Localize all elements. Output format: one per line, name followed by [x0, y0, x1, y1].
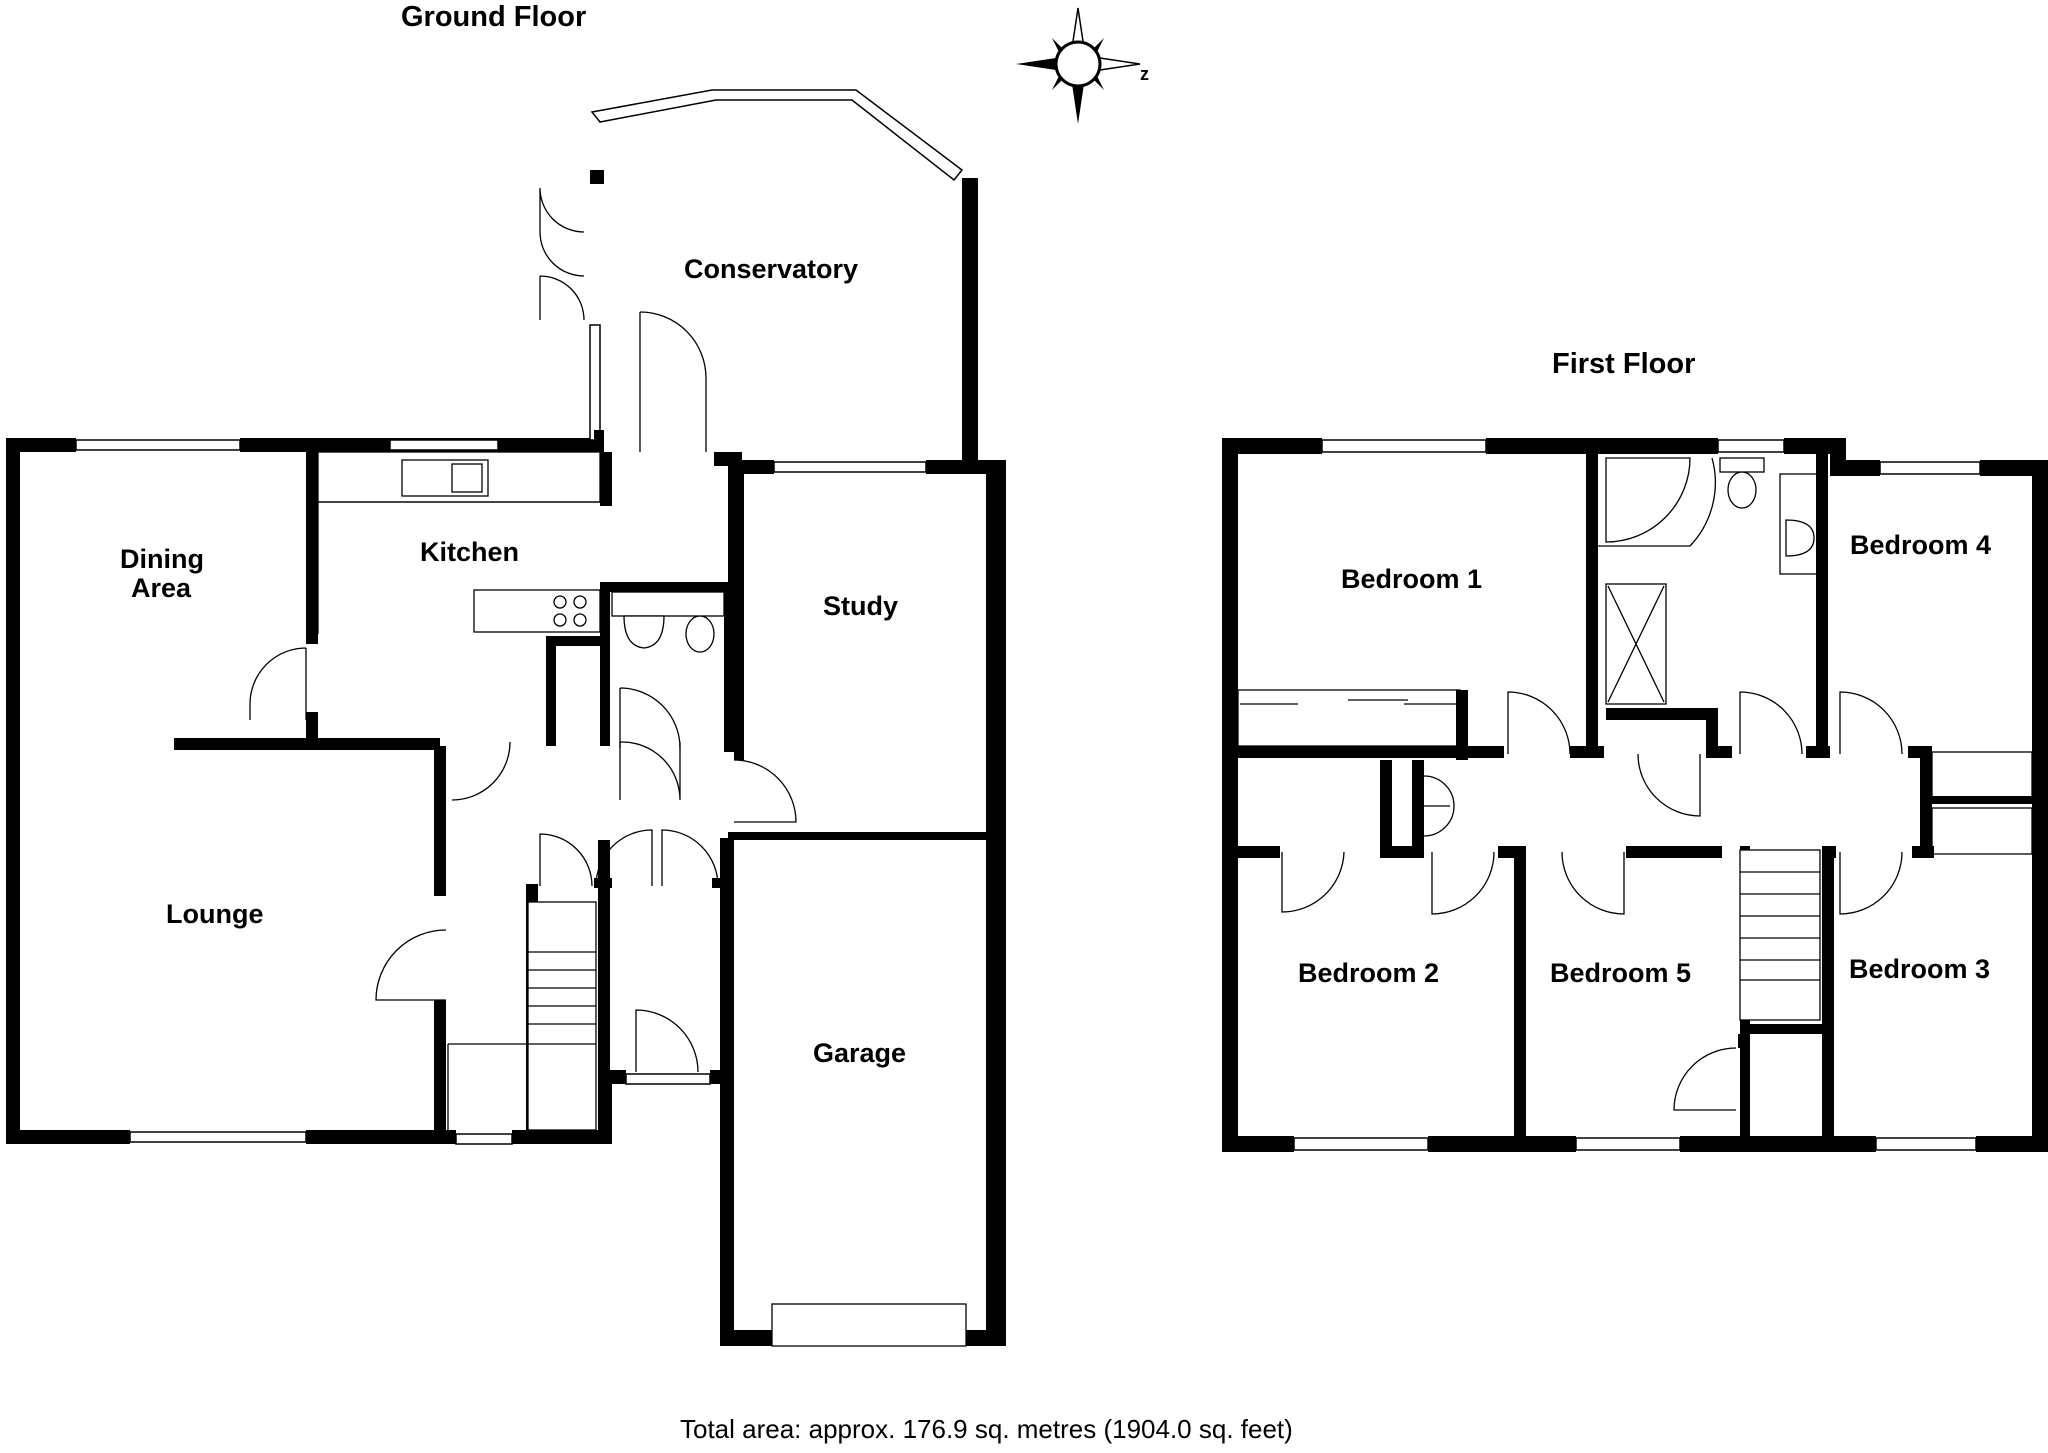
hall-double-doors — [539, 829, 653, 887]
bathroom-window — [1717, 439, 1785, 453]
lounge-door — [375, 929, 447, 1001]
bedroom3-window — [1875, 1137, 1977, 1151]
dining-door — [249, 647, 307, 720]
airing-cupboard-door — [1637, 753, 1701, 817]
bedroom3-wardrobe — [1931, 807, 2033, 855]
bedroom1-window — [1321, 439, 1487, 453]
dining-window — [75, 439, 241, 451]
compass-north-label: z — [1140, 64, 1149, 84]
stairs — [527, 901, 597, 1131]
conservatory-back-door — [639, 311, 707, 452]
lounge-window — [129, 1131, 307, 1143]
room-label-study: Study — [823, 591, 898, 621]
study-door — [733, 759, 797, 823]
room-label-conservatory: Conservatory — [684, 254, 858, 284]
conservatory-french-doors — [539, 187, 585, 277]
kitchen-hob-counter — [473, 589, 601, 633]
bedroom1-door — [1507, 691, 1571, 755]
conservatory-east-wall — [962, 178, 978, 468]
bedroom4-window — [1879, 461, 1981, 475]
wc-toilet — [685, 615, 715, 653]
garage-west-wall — [720, 838, 734, 1346]
compass-icon — [1016, 7, 1141, 124]
room-label-kitchen: Kitchen — [420, 537, 519, 567]
conservatory-bay-window — [590, 89, 964, 182]
bathroom-west-wall — [1586, 452, 1598, 754]
linen-cupboard-doors — [1423, 775, 1455, 837]
lounge-west-wall — [6, 438, 20, 1135]
ff-stairs — [1739, 849, 1821, 1021]
room-label-bedroom4: Bedroom 4 — [1850, 530, 1991, 560]
room-label-bedroom2: Bedroom 2 — [1298, 958, 1439, 988]
corner-bath — [1605, 457, 1691, 543]
bedroom5-window — [1575, 1137, 1681, 1151]
ground-floor-title: Ground Floor — [401, 1, 586, 33]
garage-door — [771, 1303, 967, 1347]
bedroom1-wardrobe — [1237, 689, 1461, 747]
bathroom-toilet — [1727, 471, 1757, 509]
room-label-bedroom3: Bedroom 3 — [1849, 954, 1990, 984]
room-label-dining-line1: Dining — [120, 544, 204, 574]
bedroom2-door — [1281, 851, 1345, 913]
room-label-lounge: Lounge — [166, 899, 263, 929]
study-window — [773, 461, 927, 473]
bathroom-door — [1739, 691, 1803, 755]
bathroom-basin — [1785, 519, 1815, 557]
room-label-bedroom5: Bedroom 5 — [1550, 958, 1691, 988]
east-wall — [986, 460, 1006, 1346]
conservatory-side-window — [589, 324, 601, 441]
wc-basin — [623, 615, 665, 649]
room-label-garage: Garage — [813, 1038, 906, 1068]
ff-west-wall — [1222, 438, 1238, 1152]
bedroom4-wardrobe — [1931, 751, 2033, 799]
first-floor-plan — [1222, 438, 2048, 1152]
bedroom3-door — [1839, 851, 1903, 915]
ground-floor-plan — [6, 89, 1006, 1347]
bedroom2-window — [1293, 1137, 1429, 1151]
room-label-bedroom1: Bedroom 1 — [1341, 564, 1482, 594]
room-label-dining-line2: Area — [131, 573, 192, 603]
front-door — [635, 1009, 699, 1073]
first-floor-title: First Floor — [1552, 348, 1695, 380]
bedroom4-door — [1839, 691, 1903, 755]
kitchen-window — [389, 439, 499, 451]
total-area-footer: Total area: approx. 176.9 sq. metres (19… — [680, 1414, 1293, 1444]
bedroom5-door — [1561, 851, 1625, 915]
ff-east-wall — [2032, 460, 2048, 1152]
landing-cupboard-door — [1673, 1047, 1737, 1111]
